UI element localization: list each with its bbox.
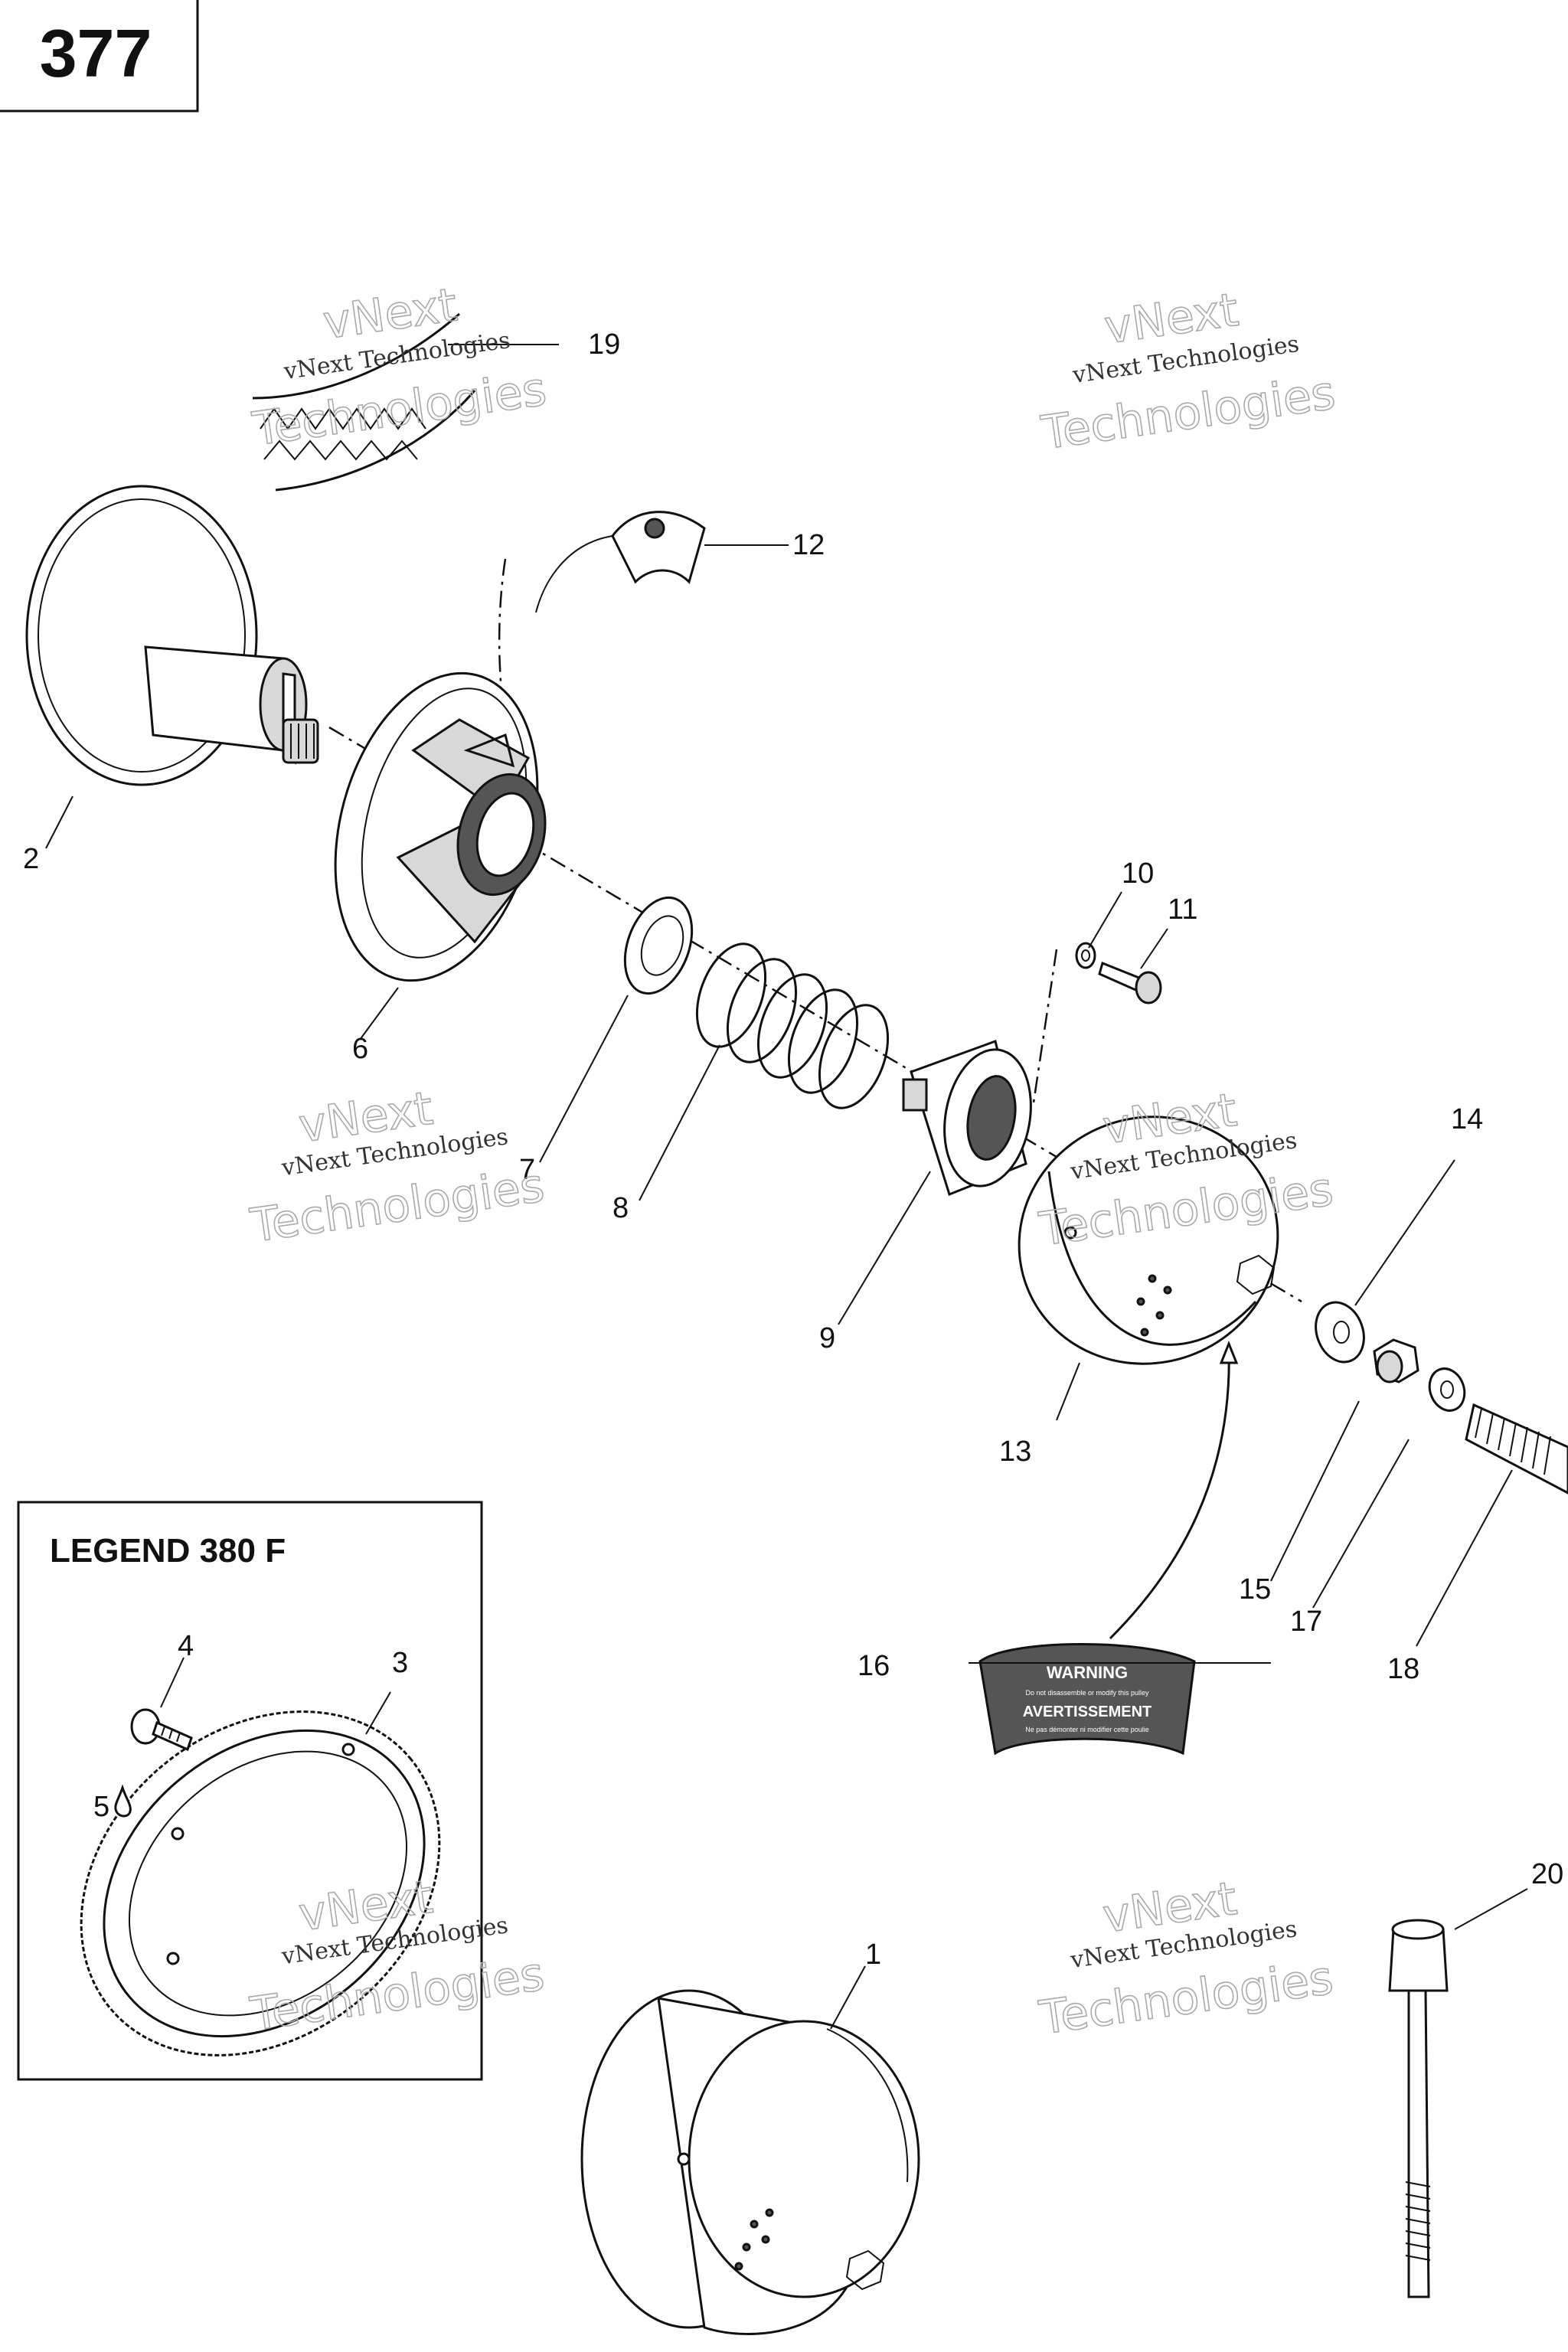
watermark-mid-left: vNext vNext Technologies Technologies (247, 1081, 548, 1253)
bolt-axis-line (1032, 949, 1058, 1103)
cover-part (1018, 1116, 1279, 1365)
tool-bolt-part (1388, 1919, 1449, 2298)
screw-part (1098, 961, 1162, 1004)
warning-label-part: WARNING Do not disassemble or modify thi… (978, 1643, 1196, 1756)
callout-8: 8 (612, 1192, 629, 1224)
cam-part (902, 1040, 1032, 1196)
lock-washer-part (1428, 1367, 1466, 1412)
page-number-box: 377 (0, 0, 199, 113)
callout-9: 9 (819, 1322, 835, 1354)
oil-drop-icon (114, 1784, 132, 1818)
washer-small-part (1075, 942, 1096, 969)
callout-20: 20 (1531, 1858, 1563, 1890)
spring-part (695, 942, 890, 1109)
callout-14: 14 (1451, 1103, 1483, 1135)
avertissement-label-text: Ne pas démonter ni modifier cette poulie (1025, 1726, 1149, 1733)
watermark-mid-right: vNext vNext Technologies Technologies (1035, 1083, 1337, 1257)
avertissement-label-title: AVERTISSEMENT (1023, 1704, 1152, 1720)
callout-5: 5 (93, 1791, 109, 1823)
callout-6: 6 (352, 1033, 368, 1065)
watermark-top-right: vNext vNext Technologies Technologies (1037, 283, 1339, 461)
fixed-sheave-part (25, 485, 319, 786)
watermark-bottom-right: vNext vNext Technologies Technologies (1035, 1871, 1337, 2046)
spring-seat-part (623, 896, 694, 995)
page-number: 377 (40, 15, 152, 91)
watermark-top-left: vNext vNext Technologies Technologies (249, 278, 550, 458)
drive-belt-part (252, 312, 476, 492)
legend-box: LEGEND 380 F (17, 1501, 483, 2081)
callout-10: 10 (1122, 858, 1154, 890)
stud-part (1465, 1403, 1568, 1494)
warning-label-title: WARNING (1047, 1663, 1128, 1682)
callout-13: 13 (999, 1436, 1031, 1468)
movable-sheave-part (334, 671, 547, 982)
warning-label-arrow (1109, 1347, 1230, 1640)
callout-19: 19 (588, 328, 620, 361)
ring-gear-part (80, 1710, 441, 2056)
slider-shoe-part (535, 511, 706, 613)
callout-18: 18 (1387, 1653, 1419, 1685)
warning-label-text: Do not disassemble or modify this pulley (1025, 1689, 1149, 1697)
callout-4: 4 (178, 1630, 194, 1662)
callout-11: 11 (1168, 893, 1197, 926)
legend-title: LEGEND 380 F (50, 1532, 286, 1570)
callout-12: 12 (792, 529, 825, 561)
callout-3: 3 (392, 1647, 408, 1679)
callout-17: 17 (1290, 1606, 1322, 1638)
callout-numbers: 19 12 2 6 7 8 9 10 11 13 14 15 16 17 18 … (23, 328, 1563, 1971)
pulley-cover-part (580, 1989, 920, 2335)
nut-part (1373, 1338, 1419, 1383)
legend-screw-part (130, 1708, 193, 1752)
callout-16: 16 (858, 1650, 890, 1682)
callout-15: 15 (1239, 1573, 1271, 1606)
callout-1: 1 (865, 1939, 881, 1971)
callout-2: 2 (23, 843, 39, 875)
callout-7: 7 (519, 1154, 535, 1186)
washer-part (1315, 1301, 1365, 1364)
leader-lines (45, 344, 1528, 2030)
